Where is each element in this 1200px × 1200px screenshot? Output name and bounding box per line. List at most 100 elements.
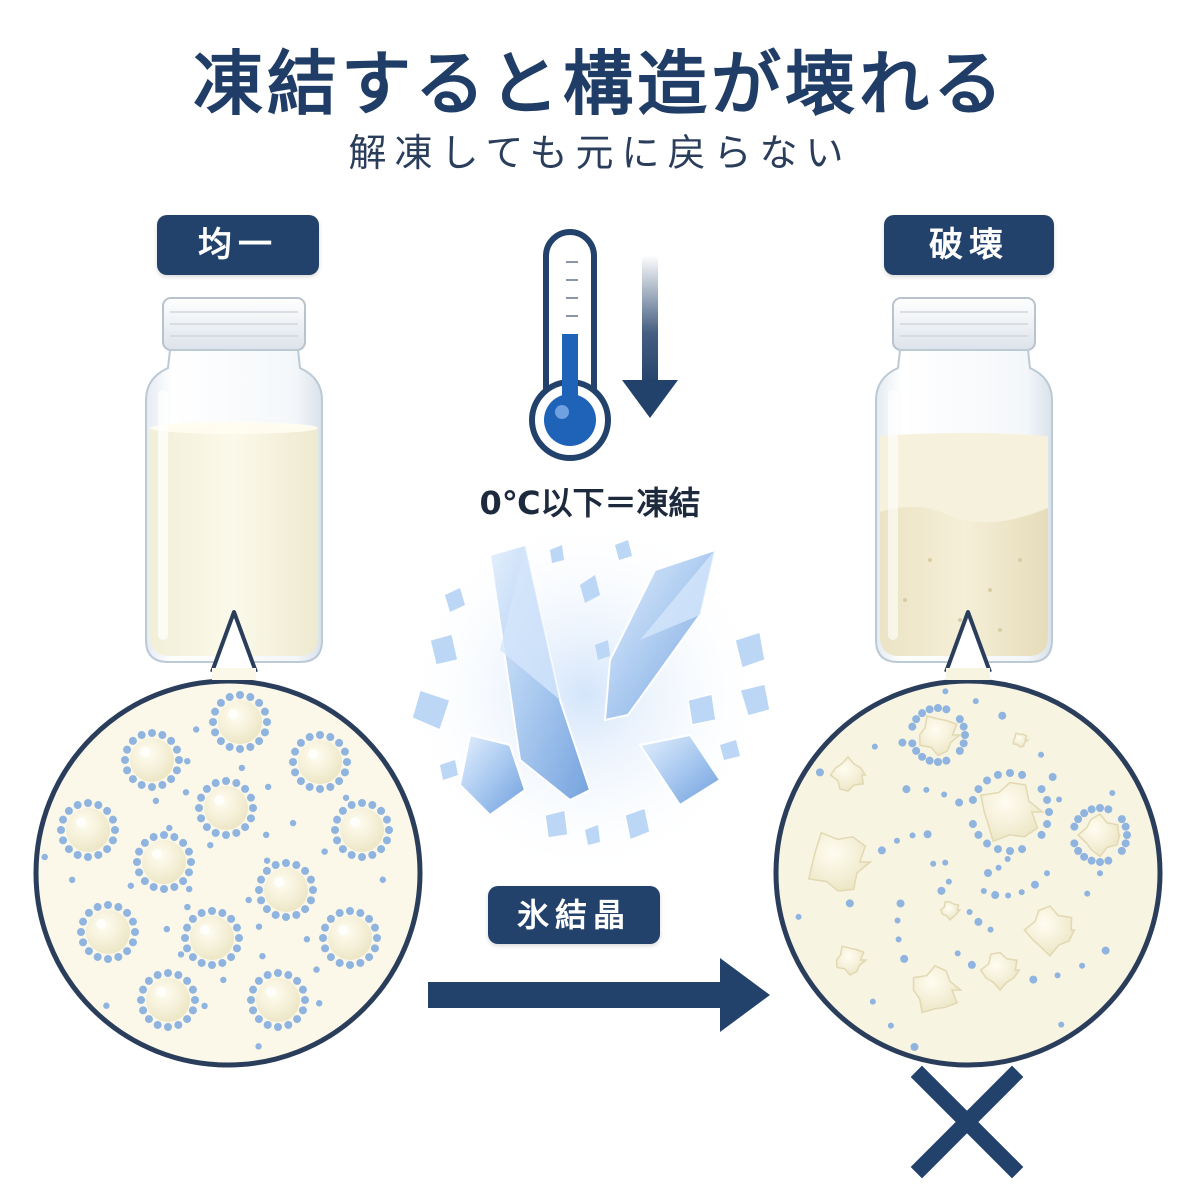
free-particle: [1030, 880, 1039, 889]
thermometer-icon: [529, 229, 611, 461]
free-particle: [923, 830, 932, 839]
fat-globule: [289, 731, 351, 793]
free-particle: [954, 950, 961, 957]
ice-crystal-icon: [400, 510, 771, 880]
free-particle: [1058, 1021, 1065, 1028]
free-particle: [1096, 870, 1103, 877]
fat-globule: [319, 907, 381, 969]
label-ice-crystals: 氷結晶: [488, 886, 660, 944]
free-particle: [1054, 972, 1061, 979]
label-uniform: 均一: [157, 215, 319, 275]
broken-globule: [1012, 732, 1030, 748]
free-particle: [991, 891, 1000, 900]
fat-globule: [331, 799, 393, 861]
cross-icon: [910, 1065, 1024, 1179]
free-particle: [313, 966, 320, 973]
free-particle: [942, 688, 949, 695]
free-particle: [185, 885, 193, 893]
free-particle: [1004, 856, 1011, 863]
free-particle: [945, 878, 952, 885]
free-particle: [315, 1000, 323, 1007]
free-particle: [966, 908, 973, 915]
broken-globule: [968, 769, 1053, 855]
free-particle: [1005, 892, 1012, 899]
free-particle: [1018, 889, 1025, 896]
fat-globule: [195, 777, 257, 839]
fat-globule: [133, 831, 195, 893]
free-particle: [795, 913, 802, 920]
free-particle: [896, 899, 905, 908]
free-particle: [910, 1042, 919, 1051]
broken-globule: [1023, 905, 1076, 958]
bottle-icon-uniform: [145, 297, 323, 663]
fat-globule: [121, 729, 183, 791]
free-particle: [984, 869, 992, 877]
down-arrow-icon: [622, 255, 678, 418]
free-particle: [998, 711, 1007, 720]
free-particle: [894, 917, 901, 924]
free-particle: [898, 738, 907, 747]
fat-globule: [181, 907, 243, 969]
fat-globule: [137, 969, 199, 1031]
broken-globule: [939, 900, 962, 922]
free-particle: [1043, 870, 1050, 877]
bottle-icon-separated: [875, 297, 1053, 663]
free-particle: [255, 1043, 262, 1050]
broken-structure-view: [773, 610, 1163, 1068]
free-particle: [941, 791, 948, 798]
free-particle: [192, 726, 200, 733]
free-particle: [220, 976, 227, 984]
free-particle: [238, 764, 246, 772]
free-particle: [262, 831, 270, 839]
free-particle: [930, 860, 937, 867]
free-particle: [995, 864, 1002, 871]
label-broken: 破壊: [884, 215, 1054, 275]
broken-globule: [979, 951, 1021, 992]
free-particle: [869, 998, 876, 1005]
fat-globule: [57, 799, 119, 861]
free-particle: [815, 768, 824, 777]
fat-globule: [247, 969, 309, 1031]
free-particle: [1048, 772, 1057, 781]
free-particle: [1101, 946, 1110, 955]
free-particle: [1109, 790, 1116, 797]
free-particle: [972, 698, 979, 705]
free-particle: [303, 936, 311, 943]
free-particle: [871, 743, 878, 750]
right-arrow-icon: [428, 958, 770, 1032]
fat-globule: [77, 901, 139, 963]
free-particle: [263, 857, 271, 864]
free-particle: [379, 876, 387, 883]
fat-globule: [209, 691, 271, 753]
free-particle: [987, 926, 994, 933]
free-particle: [974, 917, 983, 926]
free-particle: [877, 846, 886, 855]
free-particle: [1056, 796, 1063, 803]
free-particle: [937, 886, 946, 895]
free-particle: [103, 1002, 110, 1009]
page-title: 凍結すると構造が壊れる: [193, 43, 1007, 125]
free-particle: [909, 832, 916, 839]
page-subtitle: 解凍しても元に戻らない: [348, 131, 852, 175]
free-particle: [41, 853, 48, 861]
free-particle: [184, 757, 191, 765]
free-particle: [321, 848, 328, 855]
broken-globule: [807, 831, 873, 892]
broken-globule: [908, 704, 969, 766]
free-particle: [68, 876, 76, 884]
free-particle: [1079, 962, 1086, 969]
free-particle: [900, 954, 909, 963]
fat-globule: [255, 859, 317, 921]
free-particle: [152, 797, 160, 805]
free-particle: [845, 899, 854, 908]
free-particle: [201, 1002, 208, 1010]
free-particle: [902, 785, 911, 794]
broken-globule: [1070, 804, 1131, 866]
broken-globule: [912, 964, 963, 1014]
free-particle: [1038, 751, 1045, 758]
free-particle: [980, 888, 987, 895]
broken-globule: [835, 945, 868, 977]
free-particle: [182, 789, 190, 796]
free-particle: [259, 952, 266, 960]
